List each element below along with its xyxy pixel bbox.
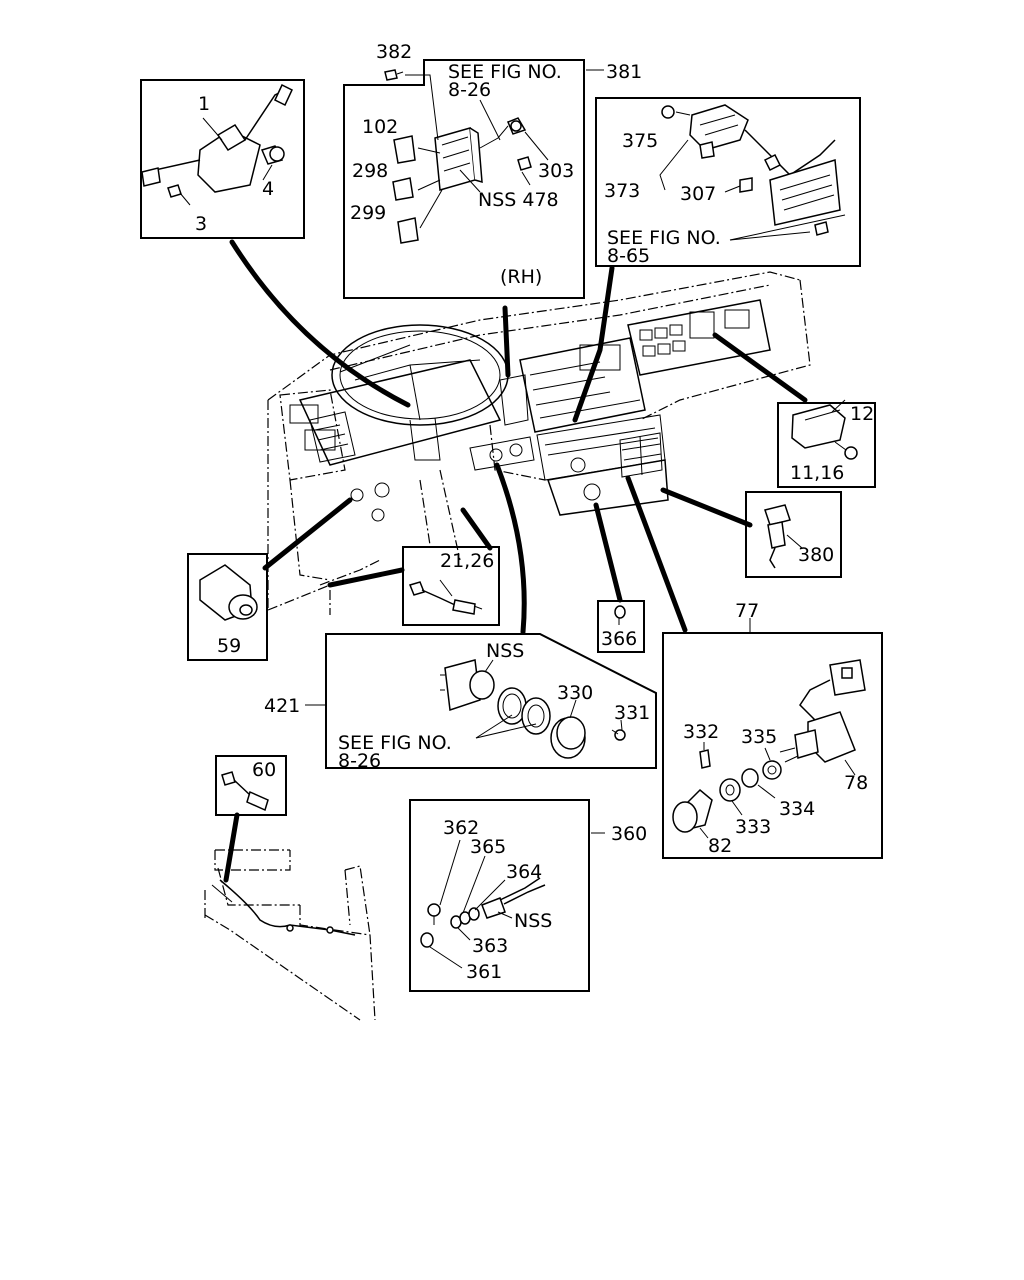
label-part-298: 298 bbox=[352, 160, 388, 182]
inset-combination-switch bbox=[140, 79, 305, 239]
switch-360-illustration bbox=[420, 832, 605, 969]
lower-left-structure bbox=[204, 849, 376, 1021]
relay-12-illustration bbox=[791, 399, 858, 460]
inset-part-60 bbox=[215, 755, 287, 816]
label-part-421: 421 bbox=[264, 695, 300, 717]
inset-switch-77 bbox=[662, 632, 883, 859]
label-nss-b: NSS bbox=[514, 910, 552, 932]
switch-373-illustration bbox=[659, 104, 846, 241]
label-part-363: 363 bbox=[472, 935, 508, 957]
label-part-303: 303 bbox=[538, 160, 574, 182]
label-part-60: 60 bbox=[252, 759, 276, 781]
label-part-366: 366 bbox=[601, 628, 637, 650]
label-part-382: 382 bbox=[376, 41, 412, 63]
label-part-21-26: 21,26 bbox=[440, 550, 494, 572]
fig-ref-8-65: 8-65 bbox=[607, 245, 650, 267]
label-part-78: 78 bbox=[844, 772, 868, 794]
inset-switch-421 bbox=[325, 633, 657, 769]
label-part-380: 380 bbox=[798, 544, 834, 566]
inset-part-380 bbox=[745, 491, 842, 578]
switch-77-illustration bbox=[672, 618, 866, 839]
label-part-364: 364 bbox=[506, 861, 542, 883]
label-part-59: 59 bbox=[217, 635, 241, 657]
label-part-299: 299 bbox=[350, 202, 386, 224]
inset-switch-373 bbox=[595, 97, 861, 267]
label-part-334: 334 bbox=[779, 798, 815, 820]
label-part-333: 333 bbox=[735, 816, 771, 838]
fig-ref-8-26-c: 8-26 bbox=[338, 750, 381, 772]
label-part-307: 307 bbox=[680, 183, 716, 205]
label-part-373: 373 bbox=[604, 180, 640, 202]
label-part-332: 332 bbox=[683, 721, 719, 743]
label-part-365: 365 bbox=[470, 836, 506, 858]
fig-ref-8-26-a: 8-26 bbox=[448, 79, 491, 101]
label-nss-a: NSS bbox=[486, 640, 524, 662]
label-part-362: 362 bbox=[443, 817, 479, 839]
label-part-82: 82 bbox=[708, 835, 732, 857]
label-part-4: 4 bbox=[262, 178, 274, 200]
inset-switch-360 bbox=[409, 799, 590, 992]
label-nss-478: NSS 478 bbox=[478, 189, 559, 211]
inset-switch-381 bbox=[343, 59, 585, 299]
inset-part-366 bbox=[597, 600, 645, 653]
label-part-375: 375 bbox=[622, 130, 658, 152]
label-part-102: 102 bbox=[362, 116, 398, 138]
label-part-381: 381 bbox=[606, 61, 642, 83]
knob-59-illustration bbox=[199, 564, 258, 621]
see-fig-text-c: SEE FIG NO. bbox=[338, 732, 452, 754]
label-part-330: 330 bbox=[557, 682, 593, 704]
inset-relay-12 bbox=[777, 402, 876, 488]
part-60-illustration bbox=[221, 771, 269, 812]
leader-lines bbox=[223, 239, 808, 883]
label-part-335: 335 bbox=[741, 726, 777, 748]
switch-421-illustration bbox=[305, 659, 626, 759]
label-part-3: 3 bbox=[195, 213, 207, 235]
label-part-1: 1 bbox=[198, 93, 210, 115]
see-fig-text-a: SEE FIG NO. bbox=[448, 61, 562, 83]
label-part-361: 361 bbox=[466, 961, 502, 983]
label-part-77: 77 bbox=[735, 600, 759, 622]
part-21-26-illustration bbox=[408, 579, 483, 615]
part-380-illustration bbox=[764, 504, 803, 569]
part-366-illustration bbox=[614, 605, 626, 625]
label-part-331: 331 bbox=[614, 702, 650, 724]
inset-part-21-26 bbox=[402, 546, 500, 626]
combination-switch-illustration bbox=[141, 83, 293, 206]
dashboard-illustration bbox=[267, 271, 811, 615]
see-fig-text-b: SEE FIG NO. bbox=[607, 227, 721, 249]
label-part-11-16: 11,16 bbox=[790, 462, 844, 484]
inset-knob-59 bbox=[187, 553, 268, 661]
label-rh: (RH) bbox=[500, 266, 542, 288]
switch-381-illustration bbox=[384, 69, 604, 244]
label-part-360: 360 bbox=[611, 823, 647, 845]
label-part-12: 12 bbox=[850, 403, 874, 425]
